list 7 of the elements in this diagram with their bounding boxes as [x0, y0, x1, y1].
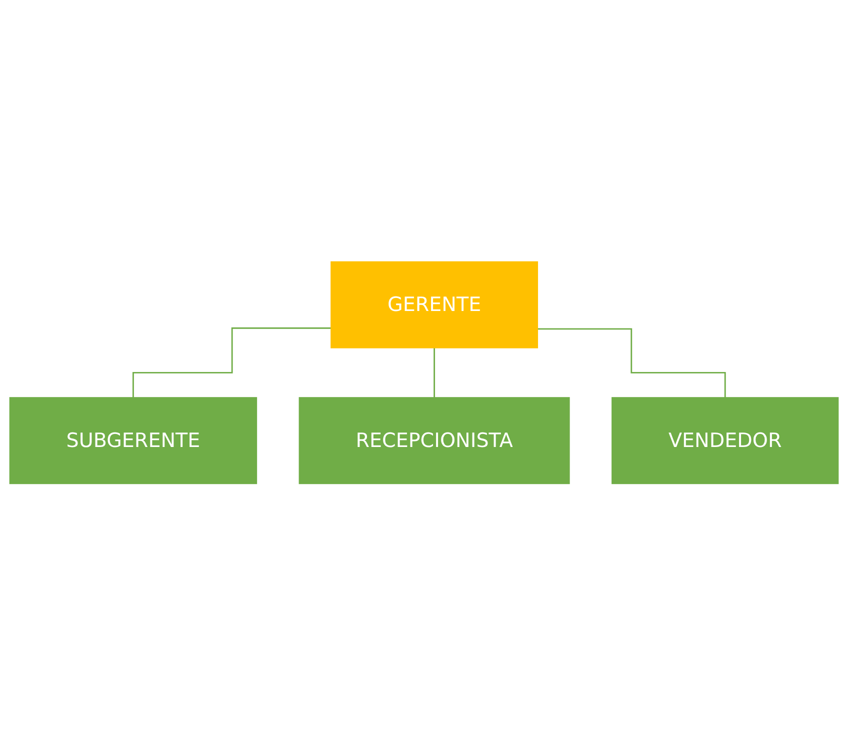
- connector: [538, 328, 726, 398]
- position-box: VENDEDOR: [612, 397, 839, 484]
- position-box: GERENTE: [330, 262, 538, 349]
- position-box: SUBGERENTE: [9, 397, 258, 484]
- connector: [434, 348, 436, 398]
- position-box: RECEPCIONISTA: [298, 397, 570, 484]
- connector: [132, 328, 331, 398]
